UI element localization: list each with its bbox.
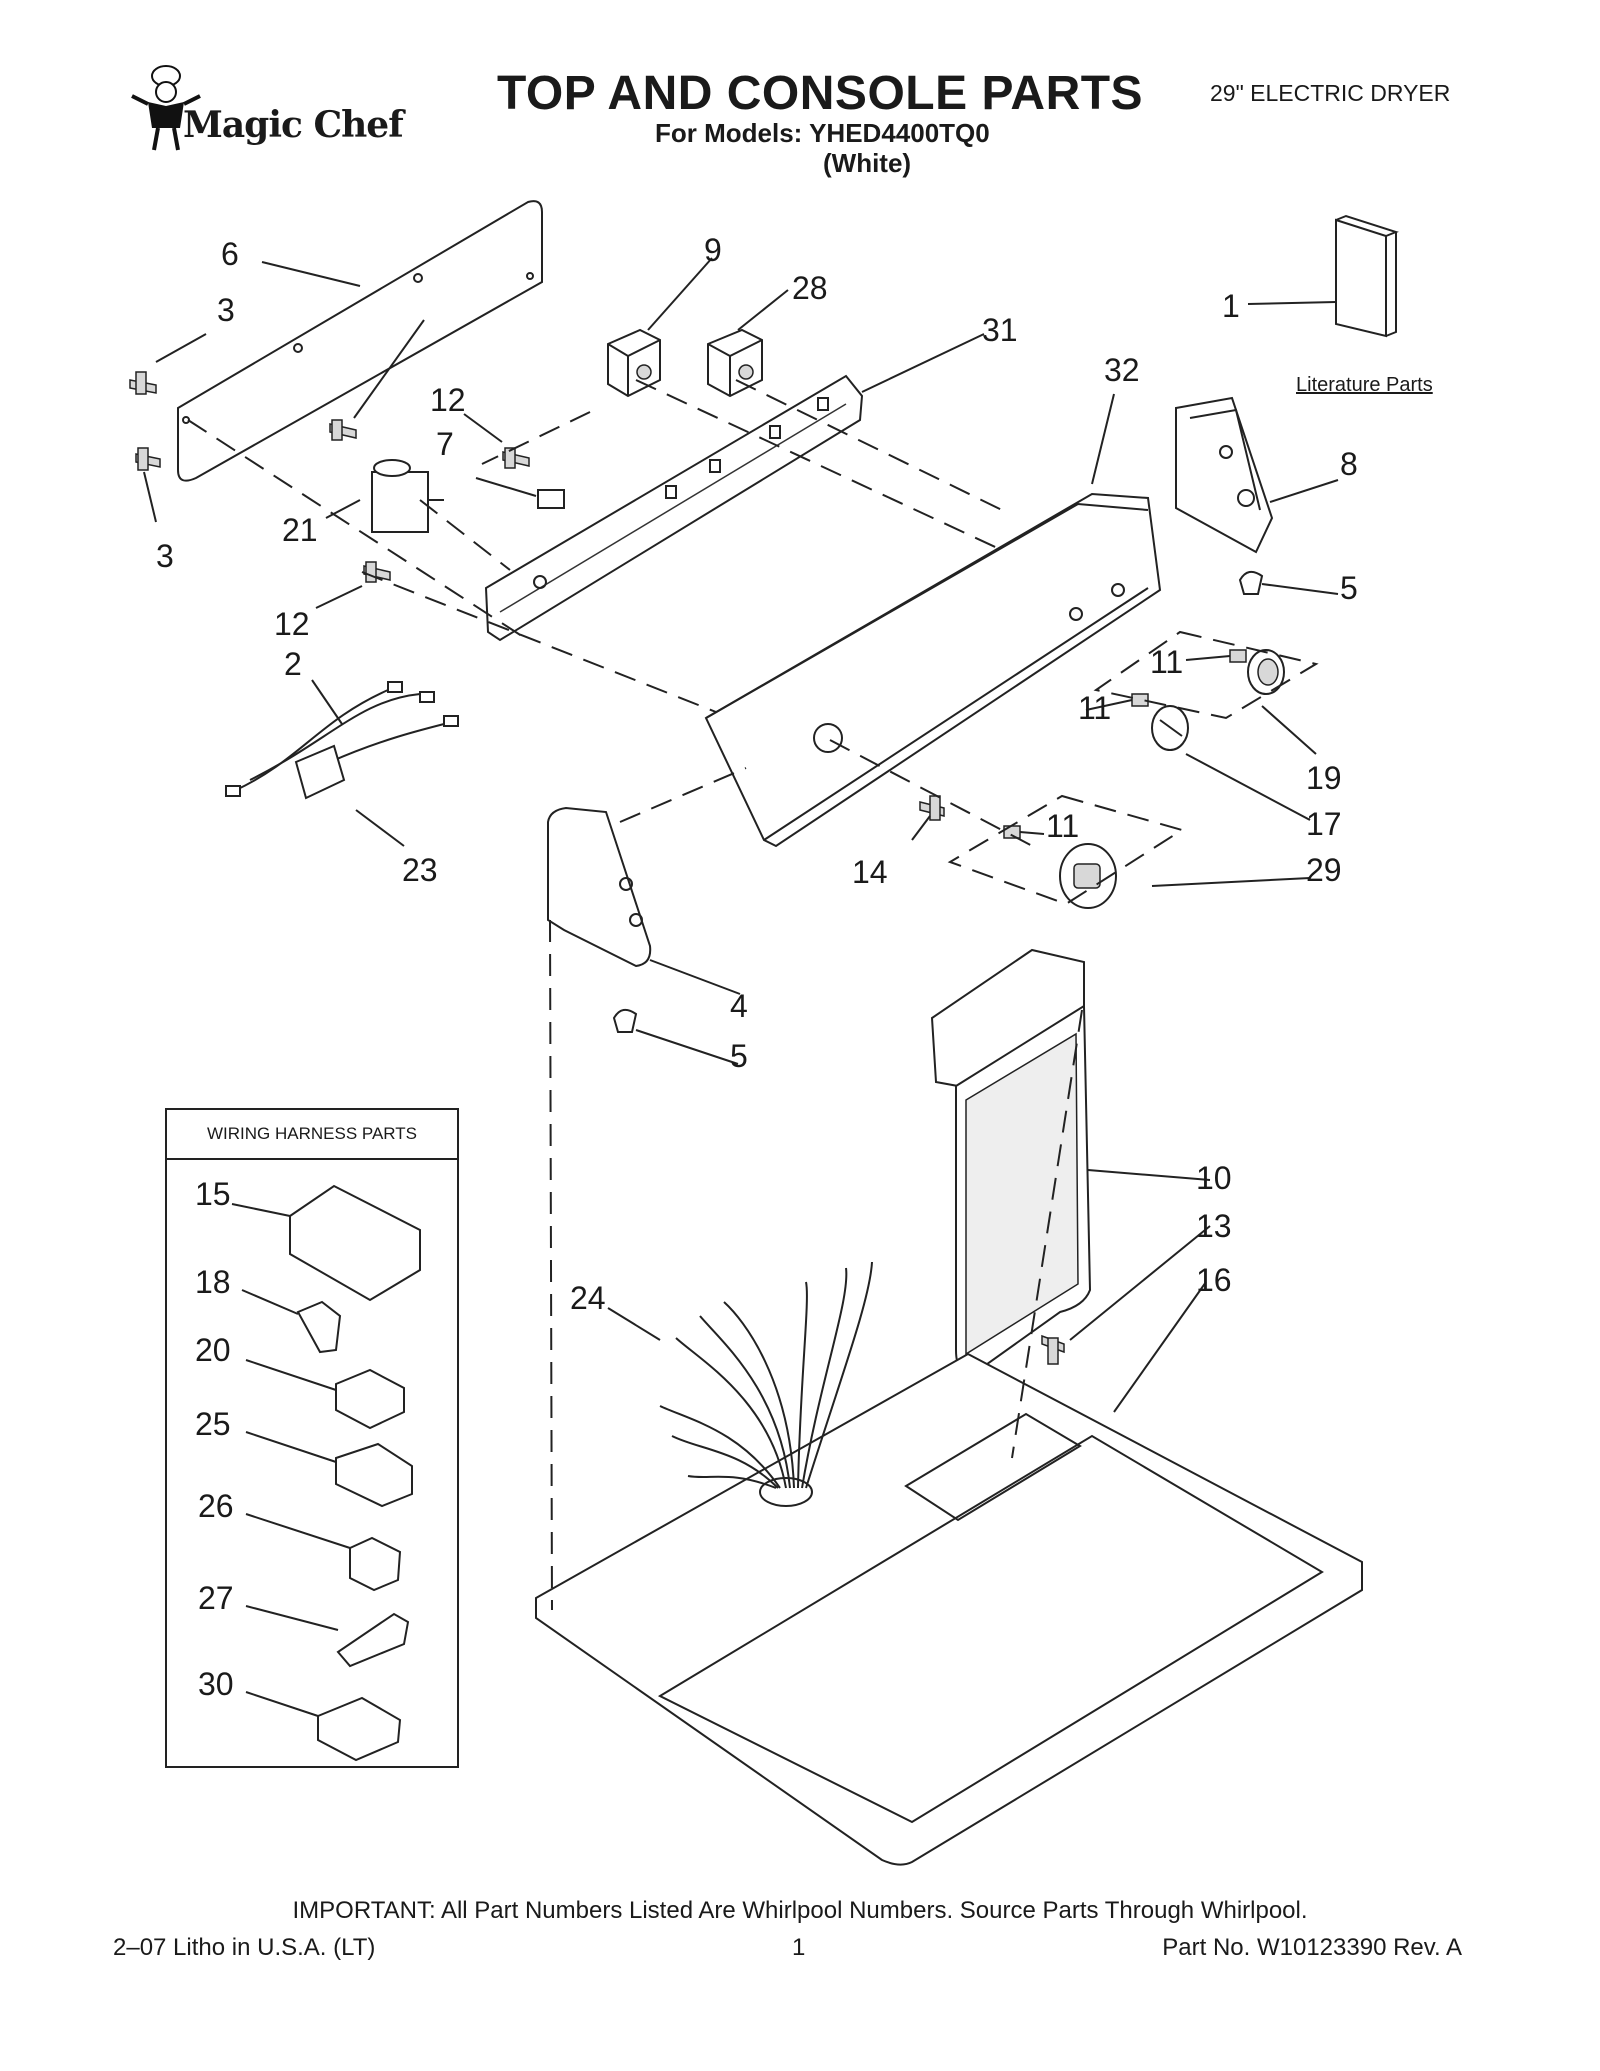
- callout-24: 24: [570, 1280, 606, 1316]
- footer-litho: 2–07 Litho in U.S.A. (LT): [113, 1934, 376, 1961]
- callout-13: 13: [1196, 1208, 1232, 1244]
- timer-21: [371, 459, 444, 533]
- connector-20: [335, 1368, 405, 1430]
- callout-31: 31: [982, 312, 1018, 348]
- callout-30: 30: [198, 1666, 234, 1702]
- connector-30: [317, 1696, 402, 1762]
- callout-3: 3: [156, 538, 174, 574]
- clip-5-right: [1238, 570, 1264, 595]
- callout-11: 11: [1046, 808, 1080, 844]
- callout-23: 23: [402, 852, 438, 888]
- page-title: TOP AND CONSOLE PARTS: [496, 67, 1144, 120]
- harness-2: [225, 681, 459, 800]
- callout-27: 27: [198, 1580, 234, 1616]
- callout-7: 7: [436, 426, 454, 462]
- literature-parts-label: Literature Parts: [1296, 374, 1433, 396]
- console-back-panel: [177, 200, 543, 482]
- callout-5: 5: [1340, 570, 1358, 606]
- wiring-harness-parts-box: WIRING HARNESS PARTS: [165, 1108, 459, 1768]
- callout-4: 4: [730, 988, 748, 1024]
- terminal-27: [336, 1612, 410, 1668]
- callout-5: 5: [730, 1038, 748, 1074]
- clip-18: [296, 1300, 342, 1354]
- lint-screen-10: [930, 948, 1092, 1374]
- callout-32: 32: [1104, 352, 1140, 388]
- assembly-lines: [187, 379, 1083, 1611]
- callout-11: 11: [1150, 644, 1184, 680]
- footer-part-number: Part No. W10123390 Rev. A: [1162, 1934, 1462, 1961]
- product-type: 29" ELECTRIC DRYER: [1210, 80, 1451, 106]
- callout-11: 11: [1078, 690, 1112, 726]
- screw-12-a: [329, 419, 357, 441]
- knob-19: [1247, 649, 1285, 695]
- screw-3-top: [129, 371, 157, 395]
- brand-wordmark: Magic Chef: [183, 104, 404, 146]
- callout-17: 17: [1306, 806, 1342, 842]
- connector-15: [289, 1184, 421, 1302]
- callout-14: 14: [852, 854, 888, 890]
- end-cap-8: [1175, 396, 1274, 554]
- knob-17: [1151, 705, 1189, 751]
- clip-5-left: [612, 1008, 638, 1033]
- callout-2: 2: [284, 646, 302, 682]
- callout-21: 21: [282, 512, 318, 548]
- model-color: (White): [823, 148, 912, 178]
- callout-15: 15: [195, 1176, 231, 1212]
- callout-26: 26: [198, 1488, 234, 1524]
- callout-20: 20: [195, 1332, 231, 1368]
- literature-1: [1335, 214, 1399, 338]
- switch-9: [607, 328, 661, 398]
- harness-heading: WIRING HARNESS PARTS: [167, 1110, 457, 1160]
- callout-29: 29: [1306, 852, 1342, 888]
- screw-13: [1041, 1334, 1065, 1365]
- clip-7: [537, 489, 565, 509]
- leader-lines: [143, 257, 1339, 1717]
- footer-important-note: IMPORTANT: All Part Numbers Listed Are W…: [292, 1897, 1308, 1924]
- screw-12-b: [502, 447, 530, 469]
- model-number: For Models: YHED4400TQ0: [655, 118, 990, 148]
- chef-mascot-icon: [131, 65, 201, 151]
- callout-16: 16: [1196, 1262, 1232, 1298]
- callout-9: 9: [704, 232, 722, 268]
- brand-logo: Magic Chef: [128, 58, 428, 158]
- insert-11-a: [1229, 649, 1247, 663]
- callout-25: 25: [195, 1406, 231, 1442]
- callout-6: 6: [221, 236, 239, 272]
- callout-10: 10: [1196, 1160, 1232, 1196]
- switch-28: [707, 328, 763, 398]
- top-panel-16: [535, 1352, 1363, 1866]
- knob-29: [1059, 843, 1117, 909]
- callout-19: 19: [1306, 760, 1342, 796]
- connector-26: [349, 1536, 402, 1592]
- end-cap-4: [547, 806, 652, 968]
- callout-3: 3: [217, 292, 235, 328]
- console-32: [704, 492, 1162, 848]
- callout-12: 12: [430, 382, 466, 418]
- callout-28: 28: [792, 270, 828, 306]
- callout-18: 18: [195, 1264, 231, 1300]
- screw-14: [919, 795, 945, 821]
- callout-8: 8: [1340, 446, 1358, 482]
- callout-1: 1: [1222, 288, 1240, 324]
- page-number: 1: [792, 1934, 806, 1961]
- connector-25: [335, 1442, 413, 1508]
- wiring-bundle-24: [659, 1261, 873, 1489]
- screw-12-c: [363, 561, 391, 583]
- screw-3-bottom: [135, 447, 161, 471]
- callout-12: 12: [274, 606, 310, 642]
